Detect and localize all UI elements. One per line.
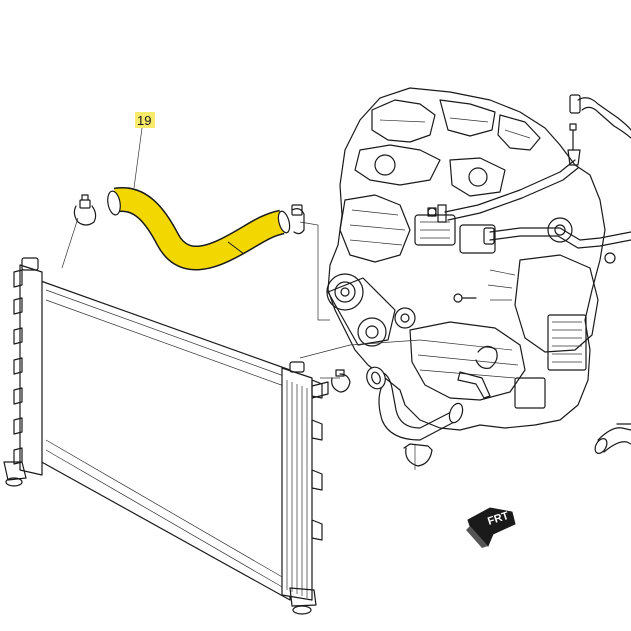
front-direction-arrow: FRT <box>466 507 516 548</box>
callout-highlight <box>135 112 155 128</box>
coolant-pipes <box>437 94 631 249</box>
callout-number: 19 <box>137 113 151 128</box>
lower-radiator-hose <box>331 345 498 467</box>
hose-body <box>114 188 285 269</box>
upper-radiator-hose-19 <box>107 187 291 271</box>
radiator <box>3 257 329 615</box>
hose-clamp-upper-right <box>291 204 305 235</box>
hose-clamp-upper-left <box>73 194 97 226</box>
hose-lower-right <box>594 423 631 454</box>
leader-lines <box>61 217 421 470</box>
callout-19: 19 <box>133 112 155 189</box>
